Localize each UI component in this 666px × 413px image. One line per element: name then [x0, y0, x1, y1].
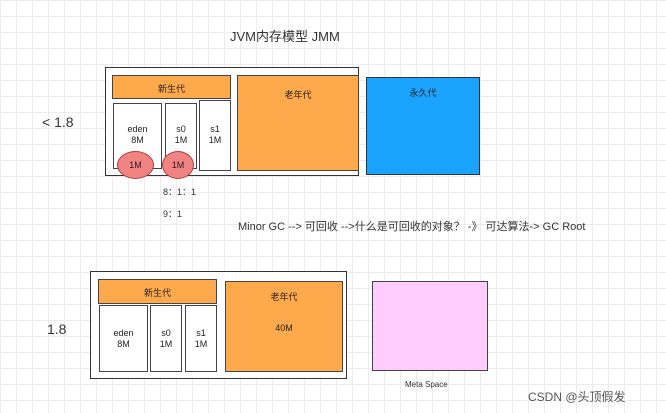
version-label-1-8: 1.8 — [47, 321, 67, 337]
perm-gen-box: 永久代 — [366, 77, 480, 175]
ratio-label-8-1-1: 8：1：1 — [163, 187, 197, 197]
eden-box-1-8: eden 8M — [99, 305, 148, 372]
s1-size: 1M — [208, 135, 222, 145]
csdn-watermark: CSDN @头顶假发 — [528, 390, 626, 404]
young-gen-label: 新生代 — [157, 84, 185, 94]
heap-container-pre-1-8: 新生代 eden 8M s0 1M s1 1M 老年代 — [105, 67, 359, 176]
s0-label: s0 — [176, 124, 186, 134]
eden-label: eden — [127, 124, 148, 134]
young-gen-header: 新生代 — [112, 75, 231, 99]
s1-label-1-8: s1 — [196, 328, 206, 338]
s1-label: s1 — [210, 124, 220, 134]
eden-size: 8M — [131, 135, 144, 145]
s1-box: s1 1M — [199, 100, 231, 171]
eden-occupancy-ellipse: 1M — [117, 151, 154, 179]
s0-box-1-8: s0 1M — [150, 305, 182, 372]
s0-label-1-8: s0 — [161, 328, 171, 338]
old-gen-label-1-8: 老年代 — [270, 292, 298, 302]
minor-gc-note: Minor GC --> 可回收 -->什么是可回收的对象？ -》 可达算法->… — [238, 221, 586, 233]
young-gen-label-1-8: 新生代 — [143, 288, 171, 298]
old-gen-box-1-8: 老年代 40M — [225, 281, 343, 372]
perm-gen-label: 永久代 — [409, 88, 437, 98]
s1-box-1-8: s1 1M — [185, 305, 217, 372]
s0-occupancy-ellipse: 1M — [162, 151, 194, 179]
meta-space-box — [372, 281, 488, 371]
s1-size-1-8: 1M — [194, 339, 208, 349]
meta-space-label: Meta Space — [405, 380, 448, 389]
young-gen-header-1-8: 新生代 — [98, 279, 217, 304]
old-gen-label: 老年代 — [284, 90, 312, 100]
eden-size-1-8: 8M — [117, 339, 130, 349]
diagram-title: JVM内存模型 JMM — [230, 29, 340, 44]
eden-label-1-8: eden — [113, 328, 134, 338]
ratio-label-9-1: 9：1 — [163, 209, 183, 219]
version-label-pre-1-8: < 1.8 — [42, 114, 74, 130]
heap-container-1-8: 新生代 eden 8M s0 1M s1 1M 老年代 40M — [90, 271, 347, 379]
old-gen-box: 老年代 — [237, 75, 359, 171]
old-gen-size-1-8: 40M — [275, 323, 293, 333]
s0-size: 1M — [174, 135, 188, 145]
s0-size-1-8: 1M — [159, 339, 173, 349]
